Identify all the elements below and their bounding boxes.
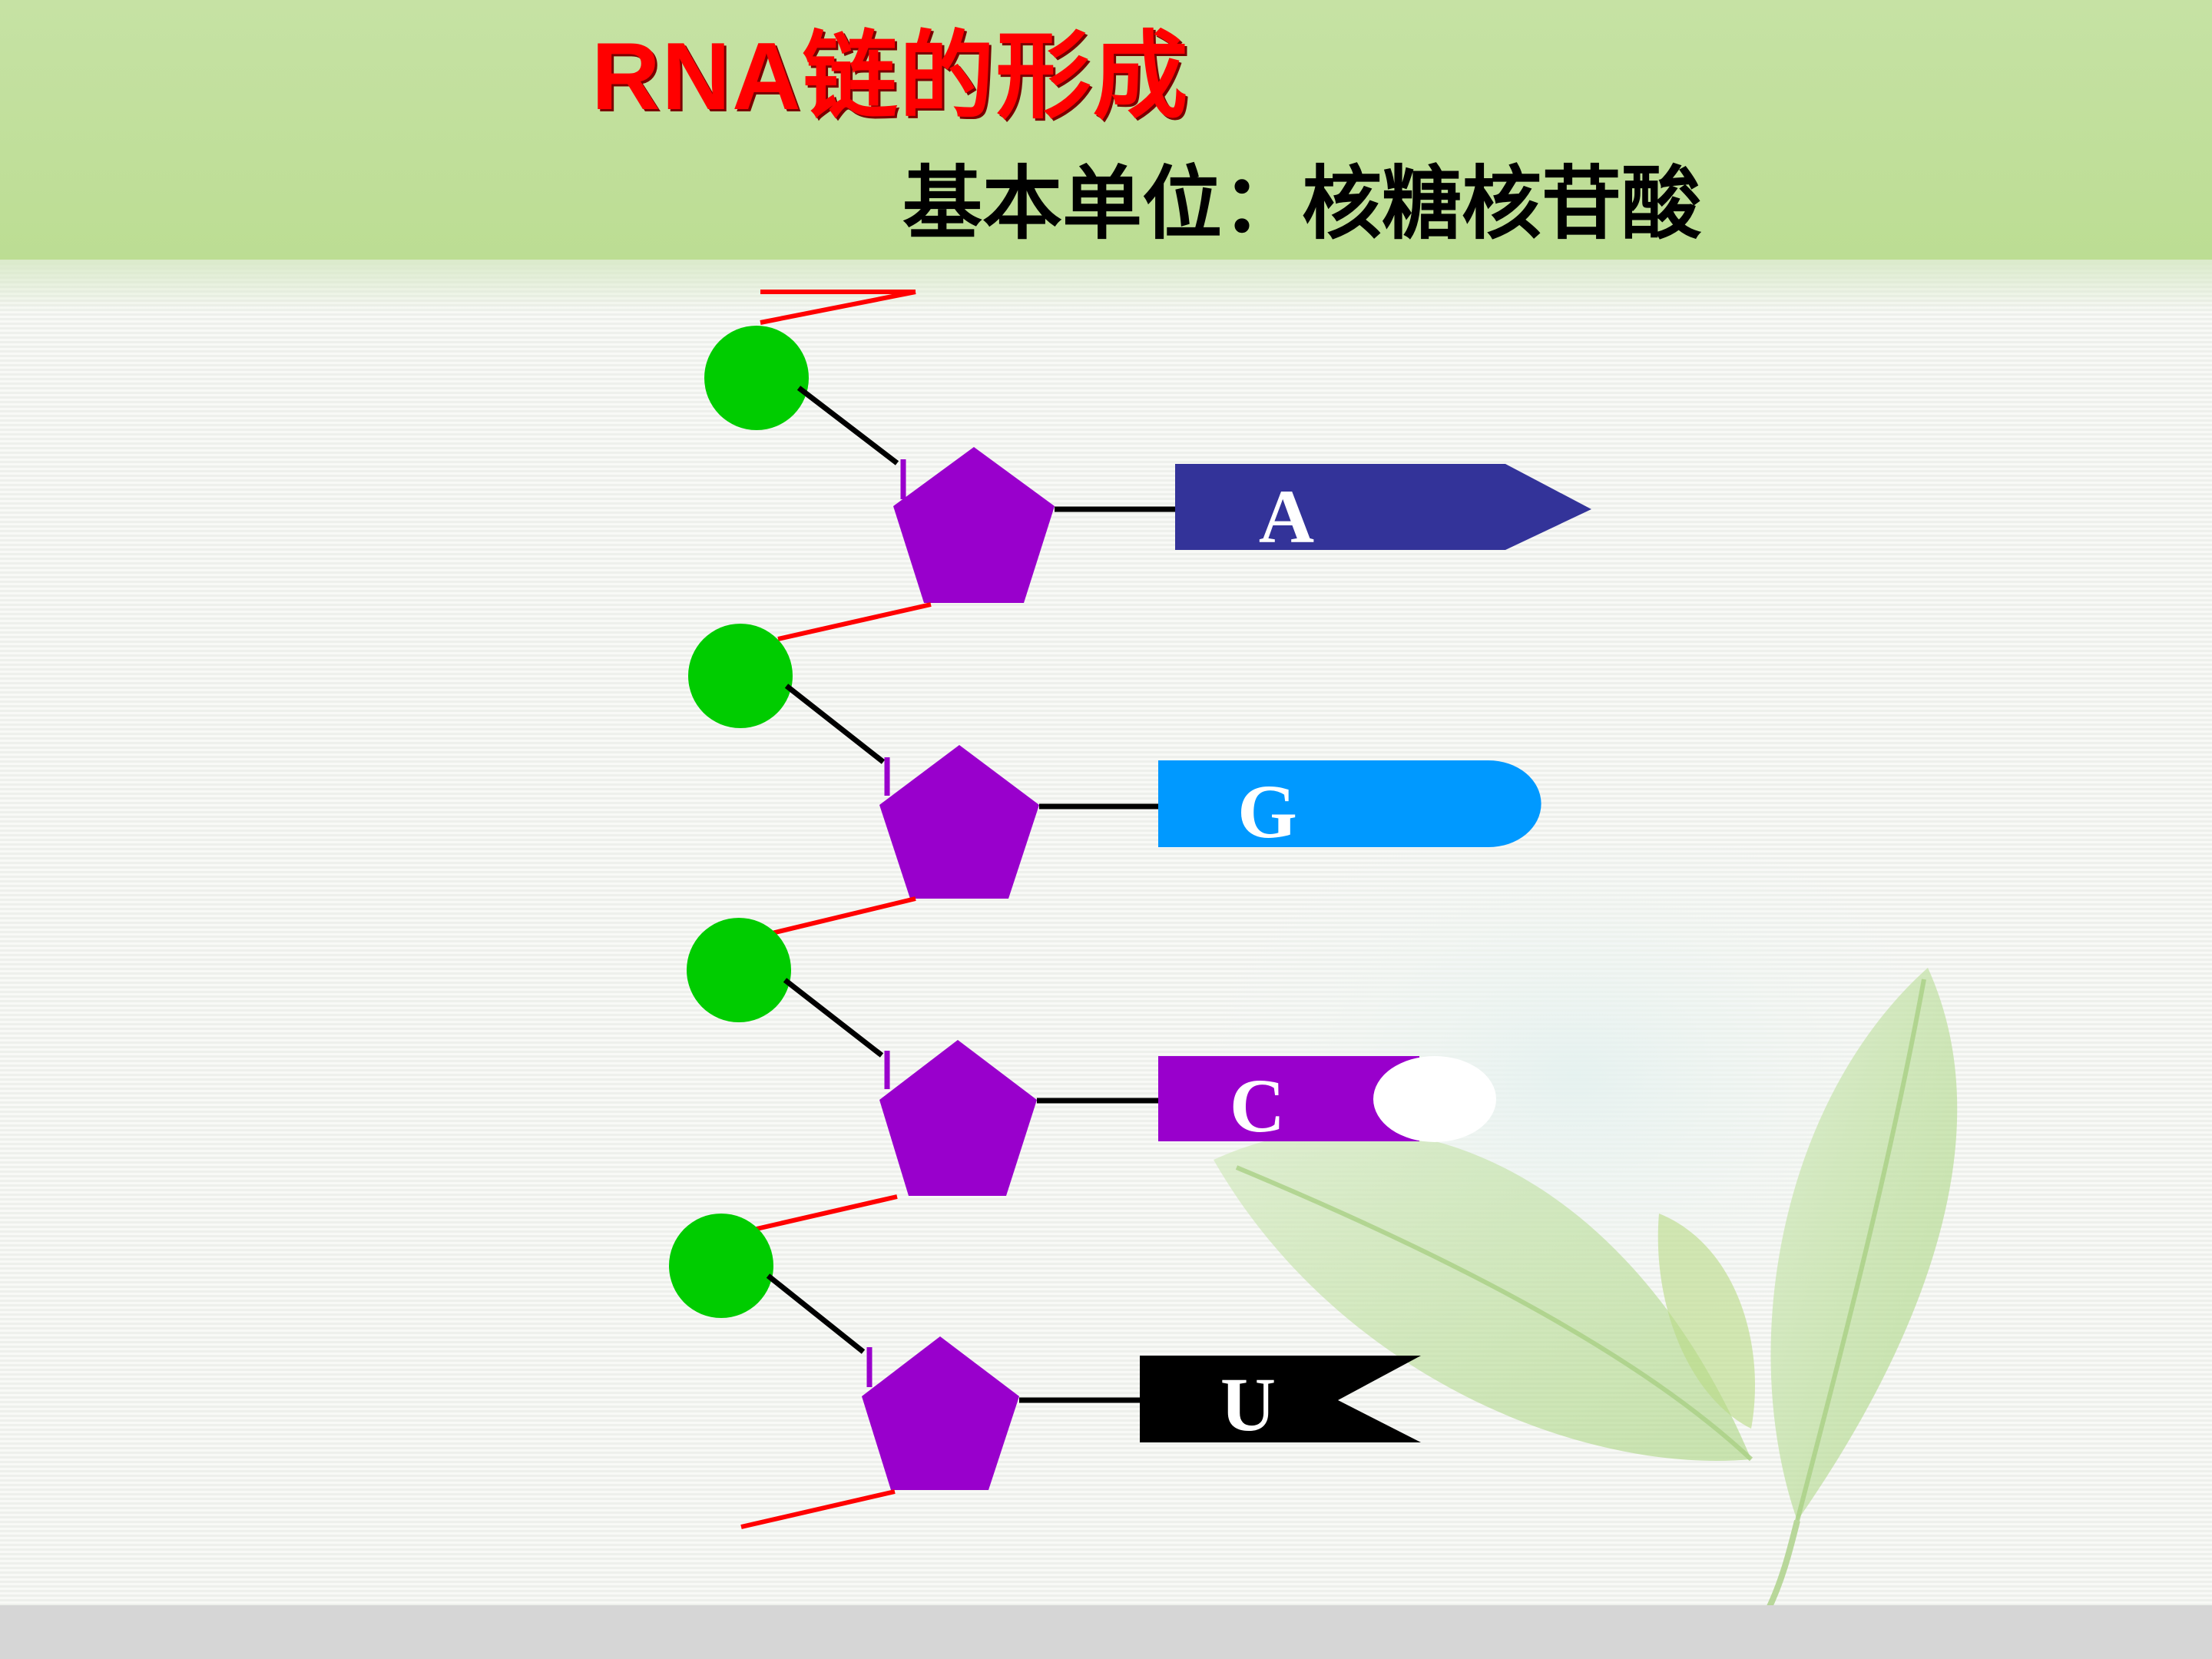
phosphate-group xyxy=(687,918,791,1022)
base-label-g: G xyxy=(1237,769,1297,854)
phosphodiester-bond xyxy=(771,896,916,935)
base-label-u: U xyxy=(1220,1362,1276,1447)
phosphate-sugar-bond xyxy=(766,1273,866,1354)
base-shape-u xyxy=(1140,1356,1421,1442)
phosphate-group xyxy=(688,624,793,728)
phosphodiester-bond xyxy=(777,602,932,641)
nucleotide-u: U xyxy=(669,1194,1421,1529)
base-shape-g xyxy=(1158,760,1541,847)
nucleotide-a: A xyxy=(704,290,1591,603)
header-fade xyxy=(0,260,2212,313)
phosphate-sugar-bond xyxy=(784,684,886,764)
phosphodiester-bond xyxy=(756,1194,898,1231)
base-shape-c-notch xyxy=(1373,1056,1496,1142)
phosphodiester-bond xyxy=(740,1489,896,1529)
phosphodiester-bond xyxy=(760,290,916,325)
base-label-a: A xyxy=(1259,474,1314,559)
ribose-sugar xyxy=(879,1040,1037,1196)
phosphate-group xyxy=(669,1214,773,1318)
slide-subtitle: 基本单位：核糖核苷酸 xyxy=(902,157,1702,250)
ribose-sugar xyxy=(879,745,1039,899)
base-shape-a xyxy=(1175,464,1591,550)
footer-band xyxy=(0,1605,2212,1659)
ribose-sugar xyxy=(862,1336,1019,1490)
phosphate-sugar-bond xyxy=(783,978,884,1058)
phosphate-group xyxy=(704,326,809,430)
leaf-decoration xyxy=(1175,845,1974,1613)
base-label-c: C xyxy=(1230,1063,1285,1148)
slide-title: RNA链的形成 xyxy=(591,24,1190,130)
nucleotide-c: C xyxy=(687,896,1496,1196)
phosphate-sugar-bond xyxy=(796,386,899,465)
header-band xyxy=(0,0,2212,260)
nucleotide-g: G xyxy=(688,602,1541,899)
ribose-sugar xyxy=(893,447,1055,603)
